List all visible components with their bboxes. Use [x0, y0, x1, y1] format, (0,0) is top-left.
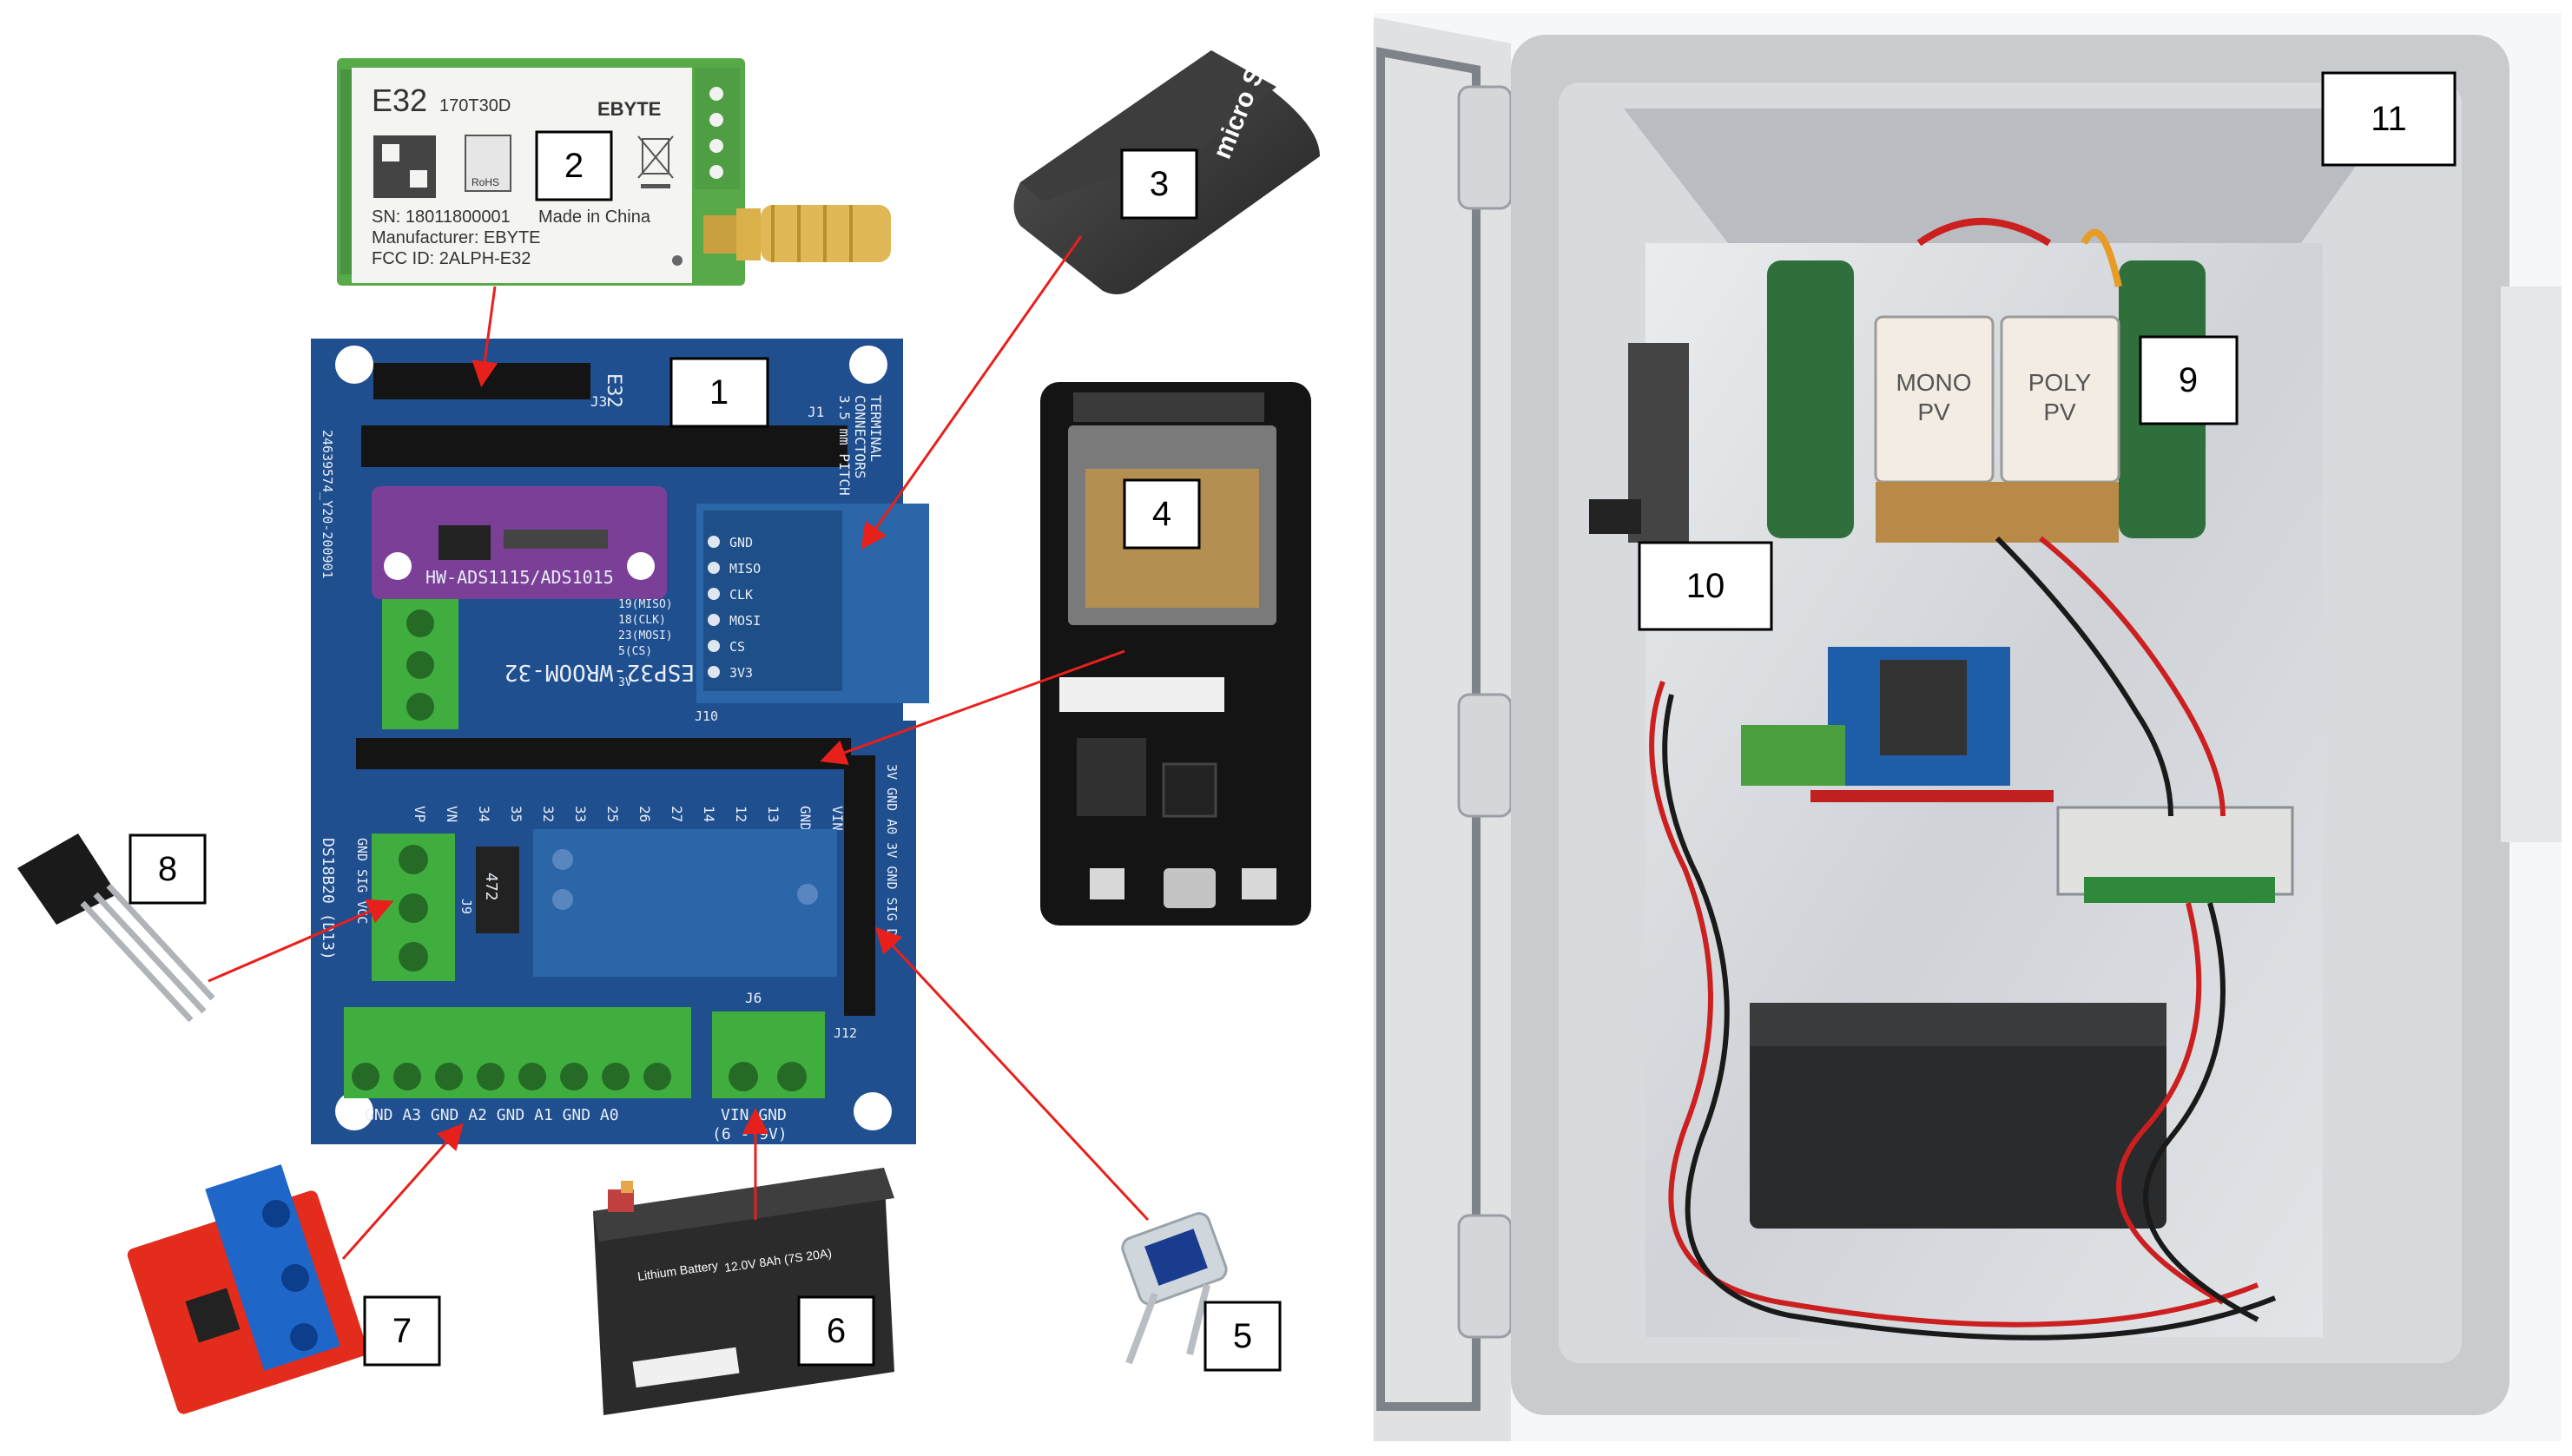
callout-8: 8 [129, 833, 207, 905]
callout-3-label: 3 [1150, 165, 1169, 203]
callout-11: 11 [2321, 71, 2457, 167]
lora-model: E32 [372, 82, 427, 118]
sd-side-cs: 5(CS) [618, 645, 652, 658]
callout-10-label: 10 [1686, 567, 1725, 605]
callout-4: 4 [1123, 478, 1201, 550]
esp32-devboard [1040, 382, 1311, 926]
lora-sn: SN: 18011800001 [372, 208, 511, 227]
pcb-connectors-label: CONNECTORS [852, 395, 868, 478]
esp-pin-13: 13 [765, 806, 781, 822]
sd-pin-gnd: GND [729, 535, 753, 550]
pcb-j12-label: J12 [834, 1025, 857, 1041]
sd-pin-mosi: MOSI [729, 613, 761, 629]
pcb-e32-label: E32 [603, 373, 624, 408]
pcb-vin-label: VIN GND [721, 1106, 787, 1124]
callout-10: 10 [1638, 541, 1773, 631]
pcb-res-label: 472 [482, 873, 500, 901]
mono-pv-line2: PV [1917, 399, 1950, 425]
pcb-adc-label: HW-ADS1115/ADS1015 [425, 567, 614, 588]
lora-fcc: FCC ID: 2ALPH-E32 [372, 249, 531, 268]
mono-pv-line1: MONO [1896, 369, 1971, 396]
sd-side-clk: 18(CLK) [618, 614, 666, 627]
lora-made-in: Made in China [538, 208, 651, 227]
pcb-ds18b20-label: DS18B20 (D13) [319, 838, 337, 960]
pcb-j1-label: J1 [808, 404, 824, 420]
pcb-j6-label: J6 [745, 990, 762, 1006]
esp-pin-gnd: GND [797, 806, 814, 831]
esp-pin-12: 12 [733, 806, 749, 822]
pcb-esp32-label: ESP32-WROOM-32 [505, 659, 695, 685]
pcb-j10-label: J10 [695, 708, 718, 724]
photodiode-sensor [1121, 1212, 1228, 1365]
callout-9: 9 [2139, 335, 2239, 425]
battery: 12.0V 8Ah (7S 20A) Lithium Battery [593, 1168, 894, 1415]
esp-pin-vn: VN [444, 806, 460, 822]
sd-pin-miso: MISO [729, 561, 761, 576]
bottom-terminal-screws [352, 1063, 671, 1090]
callout-8-label: 8 [158, 850, 177, 888]
rohs-icon [465, 135, 511, 192]
poly-pv-line1: POLY [2028, 369, 2092, 396]
sd-side-miso: 19(MISO) [618, 598, 673, 611]
callout-3: 3 [1120, 148, 1198, 220]
sd-pin-cs: CS [729, 639, 745, 655]
callout-1-label: 1 [709, 373, 729, 412]
callout-2-label: 2 [564, 147, 584, 185]
sd-side-3v: 3V [618, 676, 632, 689]
callout-11-label: 11 [2371, 100, 2407, 138]
esp-pin-14: 14 [701, 806, 717, 822]
esp-pin-32: 32 [540, 806, 557, 822]
rohs-label: RoHS [472, 176, 499, 188]
sma-antenna-connector [703, 205, 891, 262]
pcb-j3-label: J3 [590, 393, 607, 410]
lora-module: E32 170T30D EBYTE RoHS SN: 18011800001 M… [337, 58, 891, 286]
pcb-pitch-label: 3.5 mm PITCH [836, 395, 853, 496]
lora-brand: EBYTE [597, 98, 661, 120]
sd-pin-3v3: 3V3 [729, 665, 753, 681]
ds18b20-sensor [17, 833, 215, 1023]
sd-module-pins [708, 536, 720, 678]
callout-6: 6 [797, 1295, 875, 1367]
sd-pin-clk: CLK [729, 587, 753, 603]
esp-pin-34: 34 [476, 806, 492, 822]
sd-side-mosi: 23(MOSI) [618, 629, 673, 642]
callout-9-label: 9 [2179, 361, 2198, 399]
esp-pin-35: 35 [508, 806, 524, 822]
callout-7: 7 [363, 1295, 441, 1367]
pcb-terminal-label: TERMINAL [867, 395, 884, 462]
esp-pin-26: 26 [636, 806, 653, 822]
callout-6-label: 6 [827, 1312, 846, 1350]
weee-bin-icon [637, 135, 674, 188]
pcb-vin-range: (6 - 9V) [712, 1125, 788, 1143]
callout-1: 1 [669, 357, 769, 428]
pcb-serial-label: 24639574_Y20-200901 [320, 430, 335, 579]
callout-4-label: 4 [1152, 495, 1171, 533]
pcb-j9-label: J9 [458, 899, 474, 914]
lora-model-suffix: 170T30D [439, 96, 511, 115]
esp-pin-33: 33 [572, 806, 589, 822]
callout-5: 5 [1204, 1301, 1282, 1372]
callout-2: 2 [535, 130, 613, 201]
poly-pv-line2: PV [2043, 399, 2076, 425]
esp-pin-25: 25 [604, 806, 621, 822]
lora-manufacturer: Manufacturer: EBYTE [372, 228, 541, 247]
callout-7-label: 7 [392, 1312, 412, 1350]
esp-pin-vin: VIN [829, 806, 846, 831]
esp-pin-vp: VP [412, 806, 428, 822]
pcb-bottom-labels: GND A3 GND A2 GND A1 GND A0 [365, 1106, 619, 1124]
shield-pcb: E32 J3 J1 TERMINAL CONNECTORS 3.5 mm PIT… [311, 339, 929, 1144]
voltage-sensor-module [127, 1164, 368, 1414]
callout-arrows [208, 235, 1150, 1260]
pcb-right-pins: 3V GND A0 3V GND SIG D2 [884, 764, 900, 945]
enclosure-photo: MONO PV POLY PV [1374, 13, 2562, 1441]
callout-5-label: 5 [1233, 1317, 1252, 1355]
esp-pin-27: 27 [669, 806, 685, 822]
